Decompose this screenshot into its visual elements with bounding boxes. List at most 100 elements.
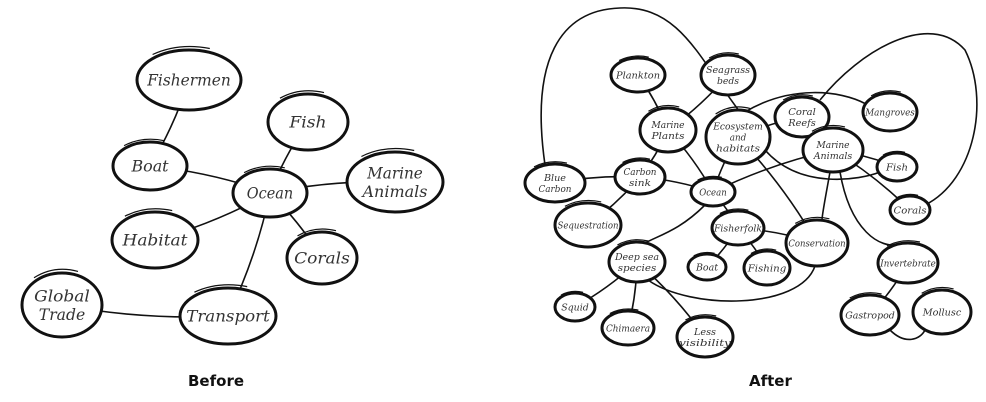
sketch-stroke — [123, 138, 165, 147]
node-label: Plankton — [615, 70, 660, 81]
node-ellipse — [345, 150, 445, 214]
sketch-stroke — [685, 314, 717, 321]
edge-deep_sea-conservation — [647, 265, 816, 302]
node-corals: Corals — [888, 193, 932, 226]
sketch-stroke — [194, 284, 248, 293]
sketch-stroke — [648, 104, 680, 112]
node-ellipse — [553, 201, 623, 249]
sketch-stroke — [782, 94, 813, 101]
node-label: Habitat — [121, 231, 188, 250]
sketch-stroke — [921, 286, 954, 294]
node-ellipse — [689, 176, 737, 208]
node-ellipse — [861, 91, 919, 133]
node-label: Animals — [361, 182, 428, 201]
node-ellipse — [839, 293, 901, 337]
node-mangroves: Mangroves — [861, 90, 919, 133]
sketch-stroke — [849, 292, 882, 299]
node-label: Global — [34, 286, 90, 305]
node-ellipse — [801, 126, 865, 174]
edge-marine_animals-conservation — [821, 171, 831, 221]
node-label: Ocean — [699, 187, 727, 198]
sketch-stroke — [33, 268, 79, 279]
node-ellipse — [600, 309, 656, 347]
node-label: Carbon — [538, 184, 571, 195]
node-mollusc: Mollusc — [911, 286, 973, 336]
after-caption: After — [749, 372, 792, 390]
node-invertebrate: Invertebrate — [876, 240, 940, 285]
node-label: Marine — [816, 140, 850, 151]
node-label: Gastropod — [845, 310, 895, 321]
edge-gastropod-mollusc — [889, 329, 926, 341]
node-fisherfolk: Fisherfolk — [710, 208, 766, 247]
node-ellipse — [20, 271, 104, 339]
node-label: Carbon — [623, 167, 656, 178]
node-label: Marine — [651, 120, 685, 131]
node-label: and — [730, 132, 747, 143]
node-label: sink — [629, 178, 651, 189]
node-fishermen: Fishermen — [135, 45, 243, 112]
node-conservation: Conservation — [784, 216, 850, 268]
node-label: Invertebrate — [879, 258, 936, 269]
sketch-stroke — [794, 216, 830, 224]
node-label: Corals — [893, 205, 926, 216]
node-label: Deep sea — [614, 252, 659, 263]
node-label: species — [618, 263, 657, 274]
node-label: Animals — [813, 151, 853, 162]
node-label: Plants — [650, 131, 684, 142]
sketch-stroke — [622, 157, 651, 164]
node-label: Mangroves — [864, 107, 915, 118]
node-ellipse — [609, 56, 667, 94]
node-ellipse — [638, 106, 698, 154]
node-label: Fish — [288, 113, 326, 132]
node-ocean: Ocean — [231, 165, 309, 219]
sketch-stroke — [297, 228, 337, 237]
node-ellipse — [613, 158, 667, 196]
node-ellipse — [607, 240, 667, 284]
sketch-stroke — [708, 52, 739, 59]
node-label: Fishing — [747, 263, 787, 274]
node-label: Boat — [130, 157, 169, 176]
node-ellipse — [710, 209, 766, 247]
node-label: Seagrass — [706, 65, 750, 76]
node-label: Corals — [294, 249, 350, 268]
sketch-stroke — [811, 124, 846, 132]
sketch-stroke — [152, 45, 210, 56]
node-gastropod: Gastropod — [839, 292, 901, 337]
node-label: Transport — [186, 307, 270, 326]
node-ellipse — [784, 218, 850, 268]
sketch-stroke — [618, 55, 649, 62]
node-label: Ecosystem — [712, 121, 763, 132]
node-label: Squid — [561, 302, 589, 313]
sketch-stroke — [693, 251, 715, 257]
sketch-stroke — [715, 106, 751, 115]
sketch-stroke — [243, 165, 285, 174]
node-label: beds — [717, 76, 739, 87]
node-ellipse — [266, 92, 350, 152]
sketch-stroke — [870, 90, 901, 97]
sketch-stroke — [361, 147, 415, 158]
sketch-stroke — [533, 161, 568, 168]
sketch-stroke — [124, 208, 173, 217]
sketch-stroke — [697, 175, 722, 181]
before-caption: Before — [188, 372, 245, 390]
node-ellipse — [523, 162, 587, 204]
node-ellipse — [875, 151, 919, 183]
node-label: Reefs — [787, 118, 816, 129]
sketch-stroke — [279, 90, 325, 99]
node-ellipse — [699, 53, 757, 97]
sketch-stroke — [882, 150, 906, 156]
sketch-stroke — [719, 208, 749, 215]
node-label: Coral — [788, 107, 816, 118]
node-ellipse — [876, 241, 940, 285]
edge-ocean-deep_sea — [644, 204, 706, 244]
node-ocean: Ocean — [689, 175, 737, 208]
